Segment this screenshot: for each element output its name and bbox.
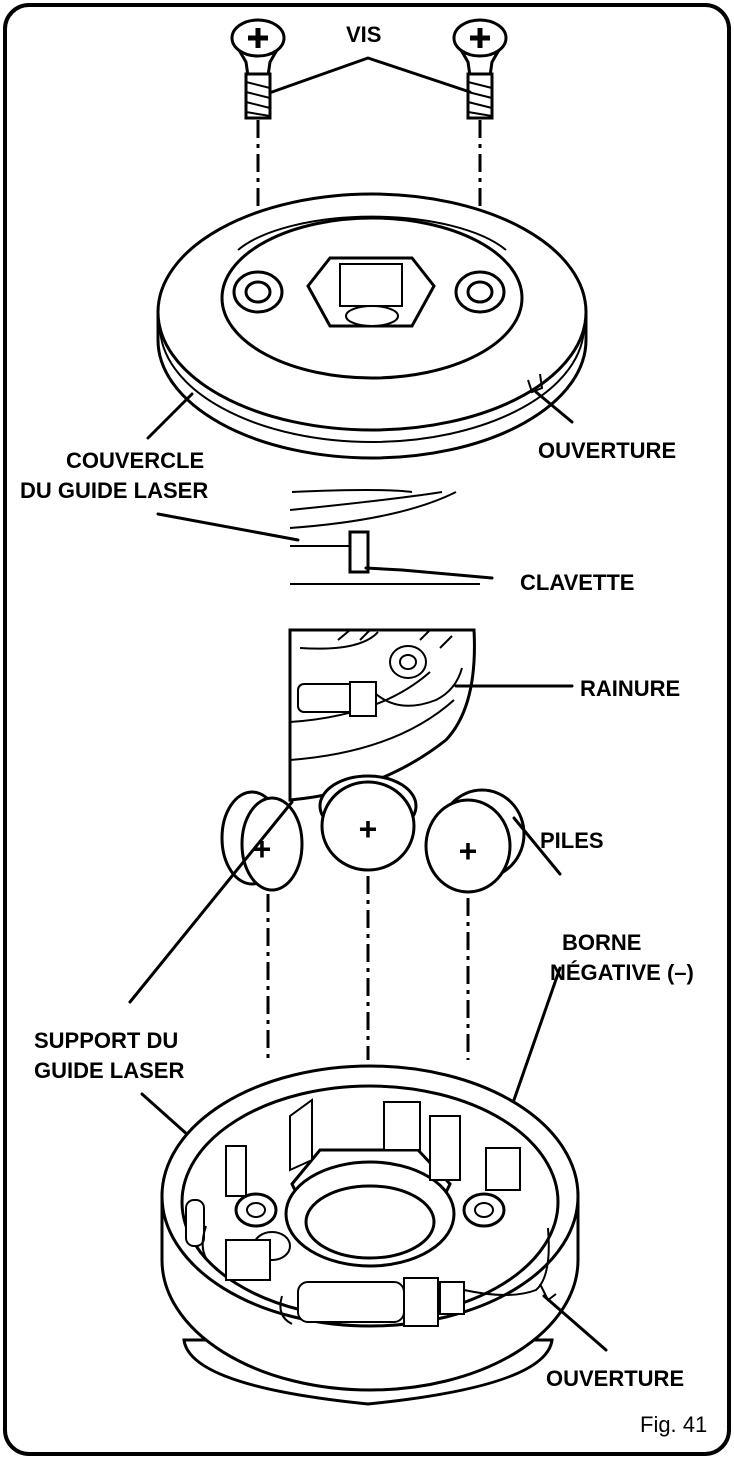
screw-left (230, 18, 286, 120)
label-borne-line1: BORNE (562, 930, 641, 955)
piles-leader (512, 816, 562, 876)
label-couvercle-line1: COUVERCLE (66, 448, 204, 473)
label-borne-line2: NÉGATIVE (–) (550, 960, 694, 985)
groove-detail (288, 628, 476, 802)
ouverture-top-leader (534, 390, 574, 424)
couvercle-leader (146, 392, 194, 440)
label-support-line1: SUPPORT DU (34, 1028, 178, 1053)
label-couvercle-line2: DU GUIDE LASER (20, 478, 208, 503)
label-piles: PILES (540, 828, 604, 853)
screw-right (452, 18, 508, 120)
support-zoom-leader (128, 800, 294, 1004)
battery-right-plus: + (459, 833, 478, 869)
label-ouverture-bottom: OUVERTURE (546, 1366, 684, 1391)
label-clavette: CLAVETTE (520, 570, 634, 595)
label-support-line2: GUIDE LASER (34, 1058, 184, 1083)
battery-middle-plus: + (359, 811, 378, 847)
couvercle-key-leader (156, 512, 300, 542)
laser-guide-support (160, 1064, 580, 1406)
battery-right (424, 788, 526, 894)
figure-number: Fig. 41 (640, 1412, 707, 1437)
ouverture-bottom-leader (542, 1294, 608, 1352)
battery-left (220, 790, 304, 892)
figure-frame (3, 3, 731, 1456)
laser-guide-cover (156, 192, 588, 460)
label-ouverture-top: OUVERTURE (538, 438, 676, 463)
label-vis: VIS (346, 22, 381, 47)
label-rainure: RAINURE (580, 676, 680, 701)
battery-middle (318, 774, 418, 872)
key-detail (289, 489, 480, 585)
vis-leader (270, 56, 472, 94)
battery-left-plus: + (253, 831, 272, 867)
clavette-leader (364, 566, 494, 580)
